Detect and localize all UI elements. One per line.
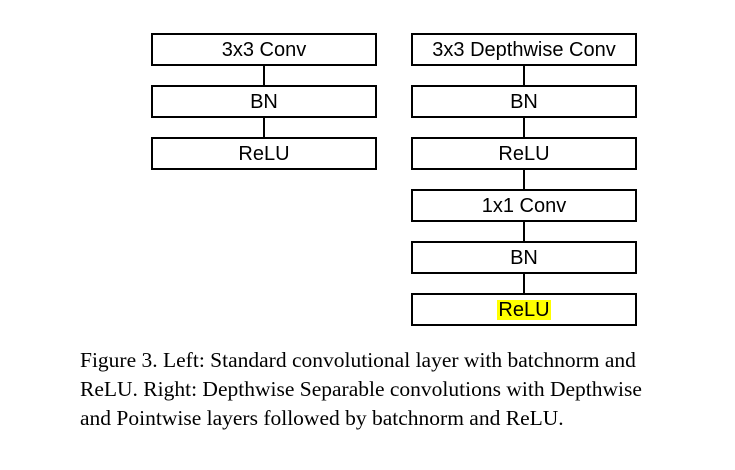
right-block-relu-1-label: ReLU (498, 142, 550, 165)
left-block-relu-label: ReLU (238, 142, 290, 165)
right-connector-1 (523, 66, 525, 85)
caption-line-3: and Pointwise layers followed by batchno… (80, 406, 564, 430)
right-connector-5 (523, 274, 525, 293)
right-block-relu-2: ReLU (411, 293, 637, 326)
right-block-depthwise-conv-label: 3x3 Depthwise Conv (432, 38, 616, 61)
figure-diagram: 3x3 Conv BN ReLU 3x3 Depthwise Conv BN R… (151, 33, 637, 326)
figure-caption: Figure 3. Left: Standard convolutional l… (80, 346, 720, 433)
right-connector-3 (523, 170, 525, 189)
left-connector-2 (263, 118, 265, 137)
left-connector-1 (263, 66, 265, 85)
left-block-bn: BN (151, 85, 377, 118)
left-block-conv3x3: 3x3 Conv (151, 33, 377, 66)
right-connector-2 (523, 118, 525, 137)
right-block-pointwise-conv: 1x1 Conv (411, 189, 637, 222)
left-block-conv3x3-label: 3x3 Conv (221, 38, 307, 61)
left-block-relu: ReLU (151, 137, 377, 170)
right-block-pointwise-conv-label: 1x1 Conv (481, 194, 567, 217)
right-block-depthwise-conv: 3x3 Depthwise Conv (411, 33, 637, 66)
right-block-relu-1: ReLU (411, 137, 637, 170)
right-block-relu-2-label: ReLU (497, 298, 551, 321)
caption-line-2: ReLU. Right: Depthwise Separable convolu… (80, 377, 642, 401)
caption-line-1: Figure 3. Left: Standard convolutional l… (80, 348, 636, 372)
left-block-bn-label: BN (250, 90, 278, 113)
right-block-bn-1-label: BN (510, 90, 538, 113)
right-connector-4 (523, 222, 525, 241)
right-block-bn-1: BN (411, 85, 637, 118)
right-block-bn-2: BN (411, 241, 637, 274)
right-block-bn-2-label: BN (510, 246, 538, 269)
